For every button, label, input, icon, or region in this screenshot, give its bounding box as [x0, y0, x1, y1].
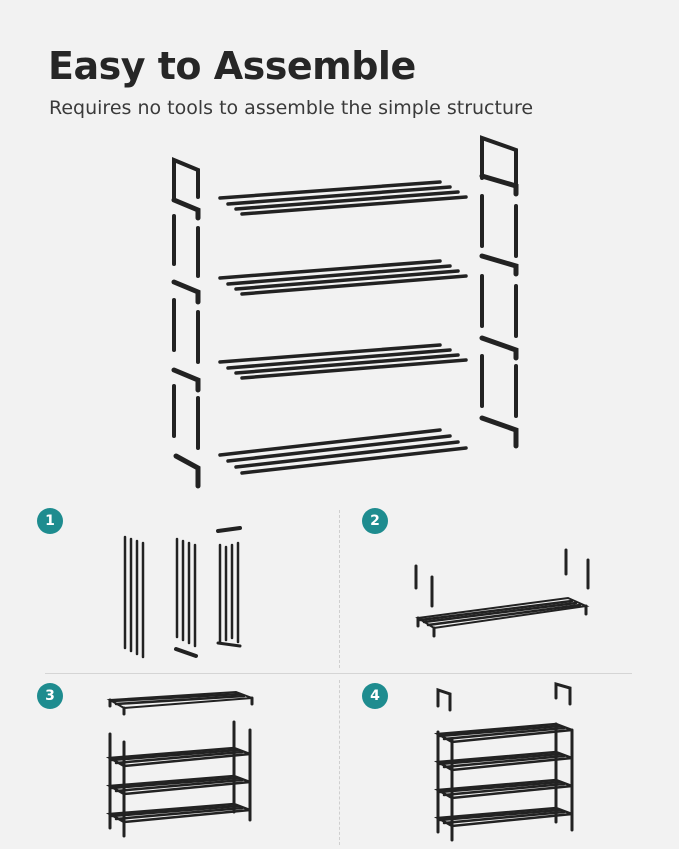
step-2-badge: 2 [362, 508, 388, 534]
page-subtitle: Requires no tools to assemble the simple… [49, 97, 534, 119]
page-title: Easy to Assemble [48, 44, 416, 88]
step-divider-vertical-top [339, 510, 340, 668]
step-1-badge: 1 [37, 508, 63, 534]
step-divider-horizontal [45, 673, 632, 674]
step-3-badge: 3 [37, 683, 63, 709]
step-4-badge: 4 [362, 683, 388, 709]
step-divider-vertical-bottom [339, 680, 340, 845]
